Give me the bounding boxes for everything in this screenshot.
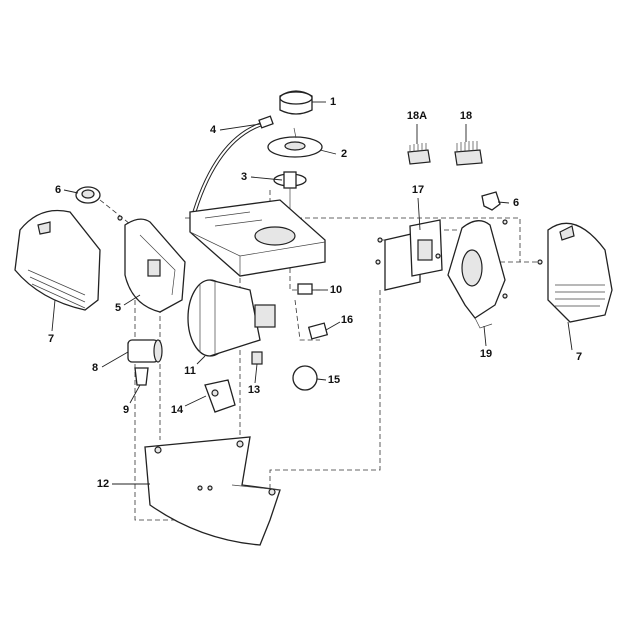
- part-3-sprocket: [273, 171, 307, 210]
- part-18a-brush: [407, 143, 431, 165]
- part-14-limit-assembly: [204, 379, 236, 413]
- label-part-10: 10: [329, 284, 343, 296]
- label-part-15: 15: [327, 374, 341, 386]
- part-2-bearing-plate: [267, 127, 323, 158]
- label-part-6-right: 6: [512, 197, 520, 209]
- label-part-11: 11: [184, 365, 196, 377]
- part-7-left-cover: [14, 209, 101, 311]
- label-part-4: 4: [209, 124, 217, 136]
- label-part-16: 16: [340, 314, 354, 326]
- part-6-left-bushing: [75, 186, 101, 204]
- part-16-bracket: [307, 322, 329, 340]
- label-part-3: 3: [240, 171, 248, 183]
- label-part-13: 13: [247, 384, 261, 396]
- part-13-connector: [251, 351, 263, 365]
- label-part-18a: 18A: [406, 110, 428, 122]
- label-part-14: 14: [170, 404, 184, 416]
- part-5-left-housing: [124, 218, 186, 313]
- label-part-9: 9: [122, 404, 130, 416]
- part-18-brush: [454, 141, 483, 166]
- label-part-6-left: 6: [54, 184, 62, 196]
- chassis-plate: [189, 199, 326, 277]
- part-1-cap: [279, 90, 313, 115]
- label-part-2: 2: [340, 148, 348, 160]
- part-9-clip: [134, 367, 149, 386]
- label-part-1: 1: [329, 96, 337, 108]
- part-10-switch: [297, 283, 313, 295]
- screws: [117, 215, 543, 299]
- label-part-8: 8: [91, 362, 99, 374]
- part-12-light-cover: [144, 436, 281, 546]
- part-7-right-cover: [547, 222, 613, 323]
- part-6-right-knob: [481, 191, 501, 211]
- label-part-7-left: 7: [47, 333, 55, 345]
- part-19-right-housing: [447, 220, 506, 329]
- label-part-12: 12: [96, 478, 110, 490]
- label-part-7-right: 7: [575, 351, 583, 363]
- label-part-19: 19: [479, 348, 493, 360]
- part-8-capacitor: [127, 339, 163, 363]
- part-11-motor: [187, 279, 276, 357]
- part-4-cable: [190, 115, 274, 221]
- part-17-logic-board: [384, 219, 443, 291]
- label-part-5: 5: [114, 302, 122, 314]
- label-part-18: 18: [459, 110, 473, 122]
- leader-lines: [51, 101, 573, 485]
- part-15-lens: [292, 365, 318, 391]
- label-part-17: 17: [411, 184, 425, 196]
